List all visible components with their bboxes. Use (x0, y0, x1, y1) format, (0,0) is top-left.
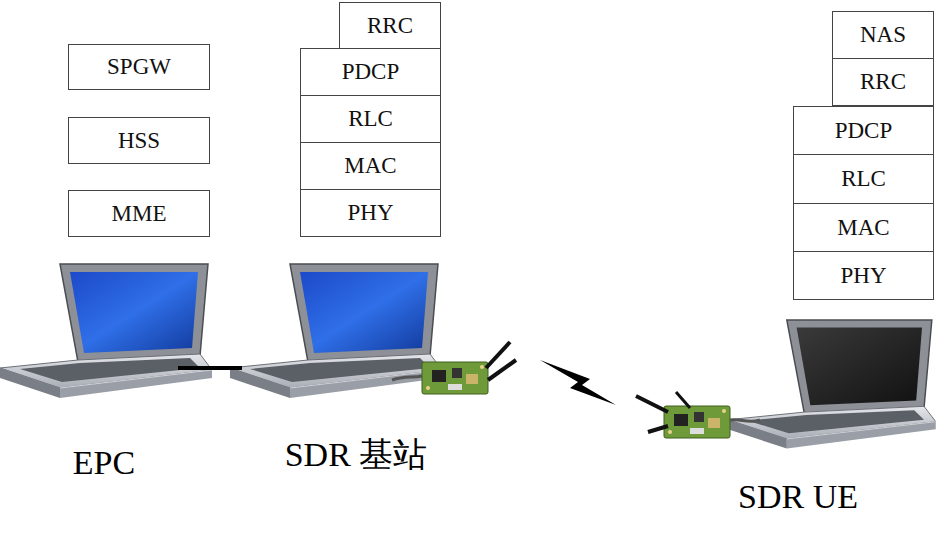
layer-box: SPGW (68, 44, 210, 90)
antenna (636, 396, 668, 412)
layer-box: RRC (339, 2, 441, 49)
layer-name: MAC (344, 153, 396, 179)
layer-name: PDCP (342, 59, 400, 85)
layer-box: RRC (832, 58, 934, 106)
layer-box: RLC (300, 95, 441, 143)
layer-box: PHY (793, 251, 934, 300)
antenna (488, 360, 516, 380)
layer-name: MME (112, 201, 167, 227)
layer-name: MAC (837, 215, 889, 241)
layer-name: PHY (840, 263, 886, 289)
laptop (0, 264, 212, 398)
layer-name: RLC (841, 166, 886, 192)
layer-box: RLC (793, 154, 934, 204)
sdr-board (422, 362, 488, 394)
layer-box: PDCP (300, 48, 441, 96)
device-label: EPC (73, 444, 135, 482)
layer-name: RRC (860, 69, 906, 95)
antenna (486, 342, 510, 368)
usb-cable (392, 376, 422, 380)
device-label: SDR UE (738, 478, 858, 516)
layer-name: RRC (367, 13, 413, 39)
layer-name: SPGW (107, 54, 171, 80)
wireless-link (540, 360, 616, 405)
layer-box: MAC (793, 203, 934, 252)
ethernet-cable (178, 366, 242, 370)
layer-box: MME (68, 190, 210, 237)
usb-cable (730, 420, 760, 422)
laptop (728, 320, 936, 449)
sdr-board (664, 406, 730, 438)
antenna (676, 392, 690, 408)
layer-name: HSS (118, 128, 160, 154)
layer-box: MAC (300, 142, 441, 190)
layer-name: NAS (860, 22, 906, 48)
laptop (230, 264, 442, 398)
antenna (648, 426, 668, 432)
layer-name: RLC (348, 106, 393, 132)
device-label: SDR 基站 (285, 432, 428, 478)
layer-box: HSS (68, 117, 210, 164)
layer-box: PDCP (793, 106, 934, 155)
layer-name: PDCP (835, 118, 893, 144)
layer-box: PHY (300, 189, 441, 237)
layer-name: PHY (347, 200, 393, 226)
layer-box: NAS (832, 11, 934, 59)
